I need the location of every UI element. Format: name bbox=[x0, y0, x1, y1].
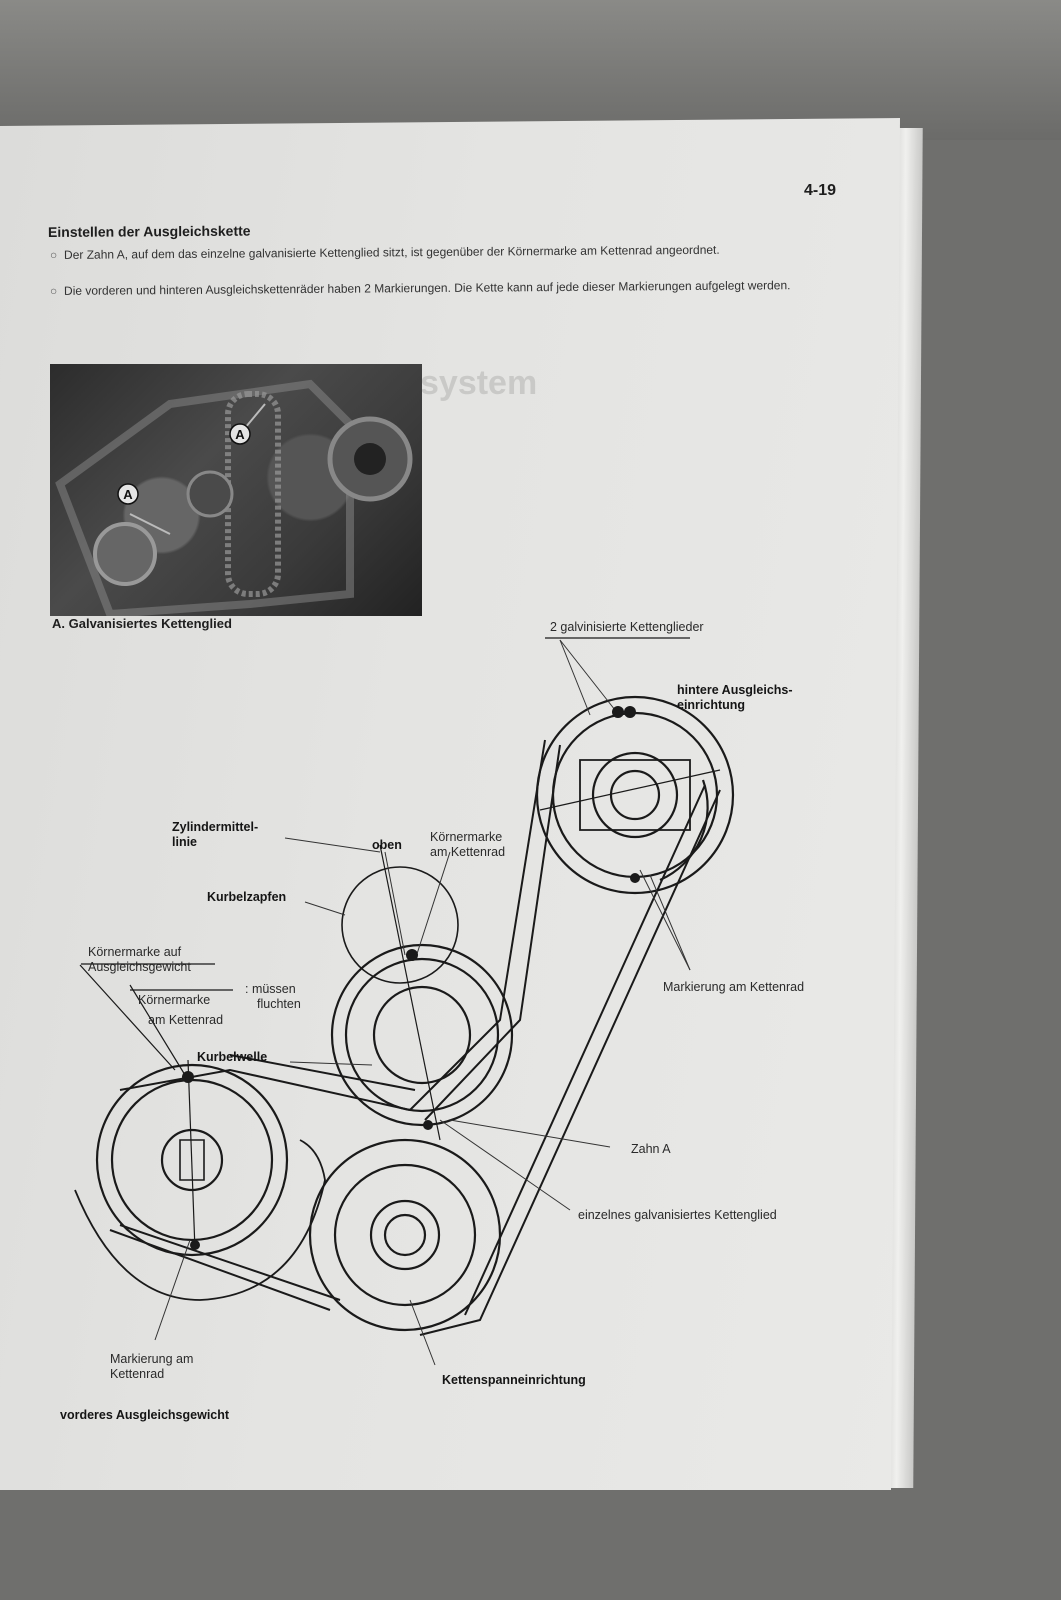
label-mark-sprocket-right: Markierung am Kettenrad bbox=[663, 980, 805, 994]
manual-page bbox=[0, 118, 900, 1490]
label-crankshaft: Kurbelwelle bbox=[197, 1050, 268, 1064]
label-tensioner: Kettenspanneinrichtung bbox=[442, 1373, 586, 1387]
svg-text:A: A bbox=[235, 427, 245, 442]
photo-caption: A. Galvanisiertes Kettenglied bbox=[52, 616, 232, 631]
engine-photo: A A bbox=[50, 364, 422, 616]
label-punch-sprocket-1: Körnermarke bbox=[430, 830, 503, 844]
marker-a-icon: A bbox=[117, 483, 139, 505]
svg-text:A: A bbox=[123, 487, 133, 502]
label-crank-pin: Kurbelzapfen bbox=[207, 890, 287, 904]
label-cyl-center-2: linie bbox=[172, 835, 198, 849]
label-rear-balancer-1: hintere Ausgleichs- bbox=[677, 683, 793, 697]
label-top: oben bbox=[372, 838, 402, 852]
crank-pin-circle bbox=[341, 866, 459, 984]
label-punch-sprocket-2: am Kettenrad bbox=[430, 845, 506, 859]
label-two-links: 2 galvinisierte Kettenglieder bbox=[550, 620, 704, 634]
bleed-through-text: system bbox=[420, 364, 538, 402]
tensioner-sprocket bbox=[308, 1138, 502, 1332]
front-balancer-sprocket bbox=[74, 1063, 326, 1301]
rear-balancer-sprocket bbox=[535, 695, 735, 895]
label-single-link: einzelnes galvanisiertes Kettenglied bbox=[578, 1208, 777, 1222]
label-rear-balancer-2: einrichtung bbox=[677, 698, 746, 712]
marker-a-icon: A bbox=[229, 423, 251, 445]
label-mark-sprocket-left-1: Markierung am bbox=[110, 1352, 194, 1366]
label-punch-mark-1: Körnermarke bbox=[138, 993, 211, 1007]
cylinder-centerline bbox=[379, 844, 441, 1141]
background-top bbox=[0, 0, 1061, 140]
label-punch-weight-2: Ausgleichsgewicht bbox=[88, 960, 191, 974]
label-must-align-1: : müssen bbox=[245, 982, 296, 996]
rear-center-line bbox=[539, 769, 721, 811]
label-cyl-center-1: Zylindermittel- bbox=[172, 820, 259, 834]
crankshaft-sprocket bbox=[330, 943, 514, 1127]
label-mark-sprocket-left-2: Kettenrad bbox=[110, 1367, 165, 1381]
label-punch-mark-2: am Kettenrad bbox=[148, 1013, 224, 1027]
page-number: 4-19 bbox=[804, 182, 837, 199]
label-tooth-a: Zahn A bbox=[631, 1142, 671, 1156]
label-must-align-2: fluchten bbox=[257, 997, 301, 1011]
label-front-balancer: vorderes Ausgleichsgewicht bbox=[60, 1408, 230, 1422]
label-punch-weight-1: Körnermarke auf bbox=[88, 945, 182, 959]
